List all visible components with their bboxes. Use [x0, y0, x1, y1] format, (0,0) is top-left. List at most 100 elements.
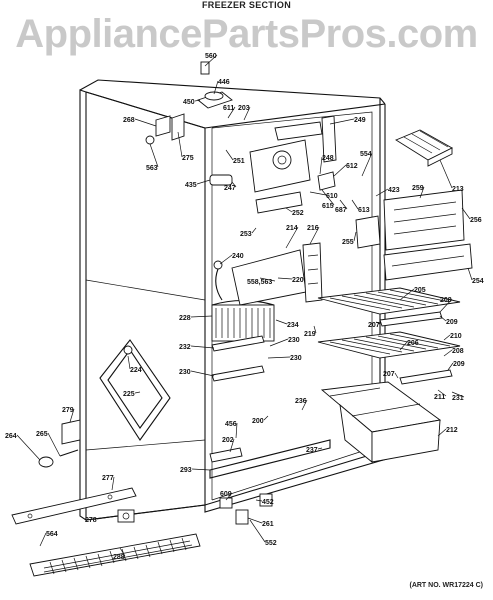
leader-line — [467, 267, 473, 281]
evaporator-cover — [231, 242, 323, 306]
part-label-249: 249 — [354, 117, 366, 124]
part-label-268: 268 — [123, 117, 135, 124]
part-label-264: 264 — [5, 433, 17, 440]
part-label-207: 207 — [368, 322, 380, 329]
cap-and-pin — [38, 449, 79, 468]
part-label-210: 210 — [450, 333, 462, 340]
part-label-211: 211 — [434, 394, 445, 401]
part-label-251: 251 — [233, 158, 245, 165]
part-label-230: 230 — [179, 369, 191, 376]
part-label-435: 435 — [185, 182, 197, 189]
part-label-558-563: 558,563 — [247, 279, 272, 286]
leader-line — [190, 315, 213, 318]
leader-line — [177, 131, 183, 158]
part-label-423: 423 — [388, 187, 400, 194]
leader-line — [259, 277, 276, 282]
part-label-259: 259 — [412, 185, 424, 192]
part-label-446: 446 — [218, 79, 230, 86]
part-label-564: 564 — [46, 531, 58, 538]
leader-line — [213, 80, 219, 95]
leader-line — [191, 468, 211, 471]
base-rail — [11, 487, 137, 525]
leader-line — [443, 334, 451, 341]
leader-line — [419, 186, 425, 199]
leader-line — [227, 106, 236, 119]
top-fasteners — [197, 61, 233, 109]
leader-line — [439, 315, 447, 322]
leader-line — [313, 325, 317, 334]
part-label-209: 209 — [453, 361, 465, 368]
leader-line — [329, 118, 355, 125]
part-label-214: 214 — [286, 225, 298, 232]
part-label-213: 213 — [452, 186, 464, 193]
ice-maker-cover — [383, 189, 473, 281]
part-label-224: 224 — [130, 367, 142, 374]
leader-line — [243, 106, 251, 121]
leader-line — [190, 370, 215, 377]
leader-line — [439, 298, 453, 313]
leader-line — [399, 288, 415, 301]
leader-line — [461, 207, 471, 220]
part-label-248: 248 — [322, 155, 334, 162]
part-label-615: 615 — [322, 203, 334, 210]
damper-435 — [209, 174, 233, 186]
part-label-208: 208 — [440, 297, 452, 304]
part-label-254: 254 — [472, 278, 484, 285]
leader-line — [375, 321, 381, 325]
leader-line — [437, 428, 447, 437]
leader-line — [321, 189, 335, 206]
leader-line — [269, 338, 289, 347]
part-label-205: 205 — [414, 287, 426, 294]
leader-line — [353, 231, 357, 242]
part-label-687: 687 — [335, 207, 347, 214]
art-number: (ART NO. WR17224 C) — [409, 582, 483, 589]
air-diffuser — [274, 115, 337, 163]
part-label-613: 613 — [358, 207, 370, 214]
kick-plate-grille — [29, 533, 201, 577]
leader-line — [275, 319, 288, 325]
leader-line — [219, 254, 233, 265]
leader-line — [134, 391, 141, 394]
part-label-206: 206 — [407, 340, 419, 347]
leader-line — [149, 143, 159, 168]
leader-line — [394, 372, 399, 379]
leader-line — [231, 181, 237, 188]
part-label-231: 231 — [452, 395, 464, 402]
leader-line — [351, 199, 359, 210]
part-label-232: 232 — [179, 344, 191, 351]
freezer-basket — [320, 381, 442, 463]
leader-line — [16, 434, 41, 461]
leader-line — [309, 226, 320, 245]
thermostat-bulb — [213, 260, 223, 301]
leader-line — [361, 152, 373, 177]
leader-line — [285, 207, 293, 213]
leader-line — [255, 499, 263, 502]
leader-line — [229, 438, 235, 453]
leader-line — [309, 191, 327, 196]
part-label-609: 609 — [220, 491, 232, 498]
leader-line — [235, 422, 238, 439]
part-label-560: 560 — [205, 53, 217, 60]
leader-line — [127, 355, 131, 370]
leader-line — [437, 389, 447, 397]
part-label-256: 256 — [470, 217, 482, 224]
part-label-252: 252 — [292, 210, 304, 217]
part-label-255: 255 — [342, 239, 354, 246]
leader-line — [451, 391, 465, 398]
part-label-207: 207 — [383, 371, 395, 378]
leader-line — [134, 118, 157, 127]
part-label-611: 611 — [223, 105, 234, 112]
leader-line — [263, 415, 269, 421]
light-housing — [355, 215, 381, 249]
part-label-450: 450 — [183, 99, 195, 106]
part-label-209: 209 — [446, 319, 458, 326]
upper-wire-shelf — [317, 287, 461, 327]
leader-line — [375, 188, 389, 197]
part-label-230: 230 — [288, 337, 300, 344]
leader-line — [225, 492, 233, 501]
part-label-208: 208 — [452, 348, 464, 355]
switch-268 — [145, 113, 185, 145]
